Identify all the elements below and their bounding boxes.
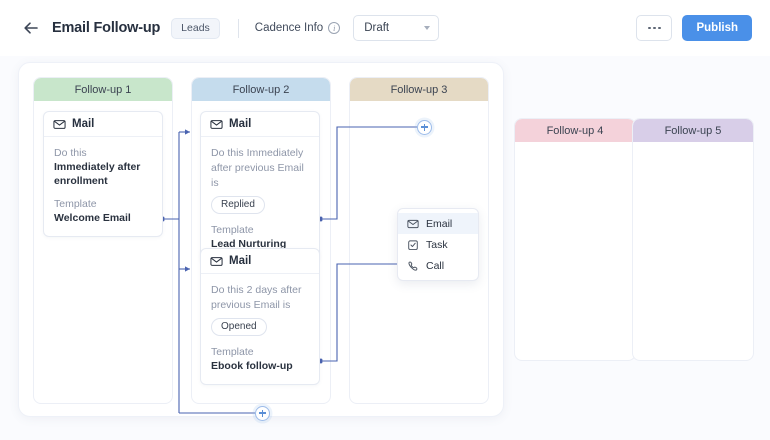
column-header-4: Follow-up 4	[515, 119, 635, 142]
card-header: Mail	[201, 249, 319, 274]
template-label: Template	[211, 224, 254, 236]
card-mail-ebook-followup[interactable]: Mail Do this 2 days after previous Email…	[200, 248, 320, 385]
do-this-label: Do this	[54, 147, 87, 159]
menu-item-label: Task	[426, 238, 448, 251]
dot-icon	[653, 26, 656, 30]
condition-chip[interactable]: Replied	[211, 196, 265, 214]
add-step-top-button[interactable]	[417, 119, 432, 135]
menu-item-call[interactable]: Call	[398, 255, 478, 276]
status-dropdown[interactable]: Draft	[353, 15, 440, 41]
header-divider	[237, 18, 239, 38]
task-checkbox-icon	[408, 239, 418, 250]
do-this-value: Immediately after enrollment	[54, 161, 141, 187]
menu-item-label: Email	[426, 217, 453, 230]
column-header-3: Follow-up 3	[350, 78, 488, 101]
cadence-info-label: Cadence Info	[254, 22, 324, 34]
card-type-label: Mail	[72, 118, 95, 130]
do-this-text: Do this 2 days after previous Email is	[211, 284, 302, 311]
mail-icon	[210, 256, 223, 266]
header-actions: Publish	[636, 15, 752, 41]
template-value: Lead Nurturing	[211, 238, 287, 250]
arrow-left-icon[interactable]	[22, 19, 40, 37]
page-title: Email Follow-up	[52, 20, 161, 36]
more-options-button[interactable]	[636, 15, 673, 41]
column-header-1: Follow-up 1	[34, 78, 172, 101]
column-followup-5: Follow-up 5	[632, 118, 754, 361]
condition-chip[interactable]: Opened	[211, 318, 267, 336]
column-header-5: Follow-up 5	[633, 119, 753, 142]
phone-icon	[408, 261, 418, 271]
active-board-panel: Follow-up 1 Follow-up 2 Follow-up 3	[18, 62, 504, 421]
card-type-label: Mail	[229, 255, 252, 267]
mail-icon	[53, 119, 66, 129]
info-icon[interactable]: i	[328, 22, 341, 34]
template-value: Welcome Email	[54, 212, 131, 224]
card-body: Do this 2 days after previous Email is O…	[201, 274, 319, 384]
dot-icon	[647, 26, 651, 30]
column-followup-4: Follow-up 4	[514, 118, 636, 361]
card-mail-lead-nurturing[interactable]: Mail Do this Immediately after previous …	[200, 111, 320, 263]
mail-icon	[407, 219, 419, 228]
mail-icon	[210, 119, 223, 129]
status-dropdown-value: Draft	[364, 22, 390, 34]
card-header: Mail	[201, 112, 319, 137]
column-header-2: Follow-up 2	[192, 78, 330, 101]
template-value: Ebook follow-up	[211, 360, 293, 372]
card-body: Do this Immediately after previous Email…	[201, 137, 319, 262]
menu-item-task[interactable]: Task	[398, 234, 478, 255]
board-canvas: Follow-up 1 Follow-up 2 Follow-up 3	[0, 56, 770, 440]
dot-icon	[658, 26, 662, 30]
publish-button[interactable]: Publish	[682, 15, 752, 41]
chevron-down-icon	[424, 26, 431, 30]
card-mail-welcome[interactable]: Mail Do this Immediately after enrollmen…	[43, 111, 163, 237]
card-type-label: Mail	[229, 118, 252, 130]
menu-item-label: Call	[426, 259, 445, 272]
action-type-menu[interactable]: Email Task Call	[397, 208, 479, 281]
leads-badge[interactable]: Leads	[171, 17, 220, 39]
template-label: Template	[54, 198, 97, 210]
menu-item-email[interactable]: Email	[398, 213, 478, 234]
add-step-bottom-button[interactable]	[255, 405, 270, 421]
template-label: Template	[211, 346, 254, 358]
do-this-text: Do this Immediately after previous Email…	[211, 147, 304, 189]
app-header: Email Follow-up Leads Cadence Info i Dra…	[0, 0, 770, 56]
card-body: Do this Immediately after enrollment Tem…	[44, 137, 162, 236]
card-header: Mail	[44, 112, 162, 137]
